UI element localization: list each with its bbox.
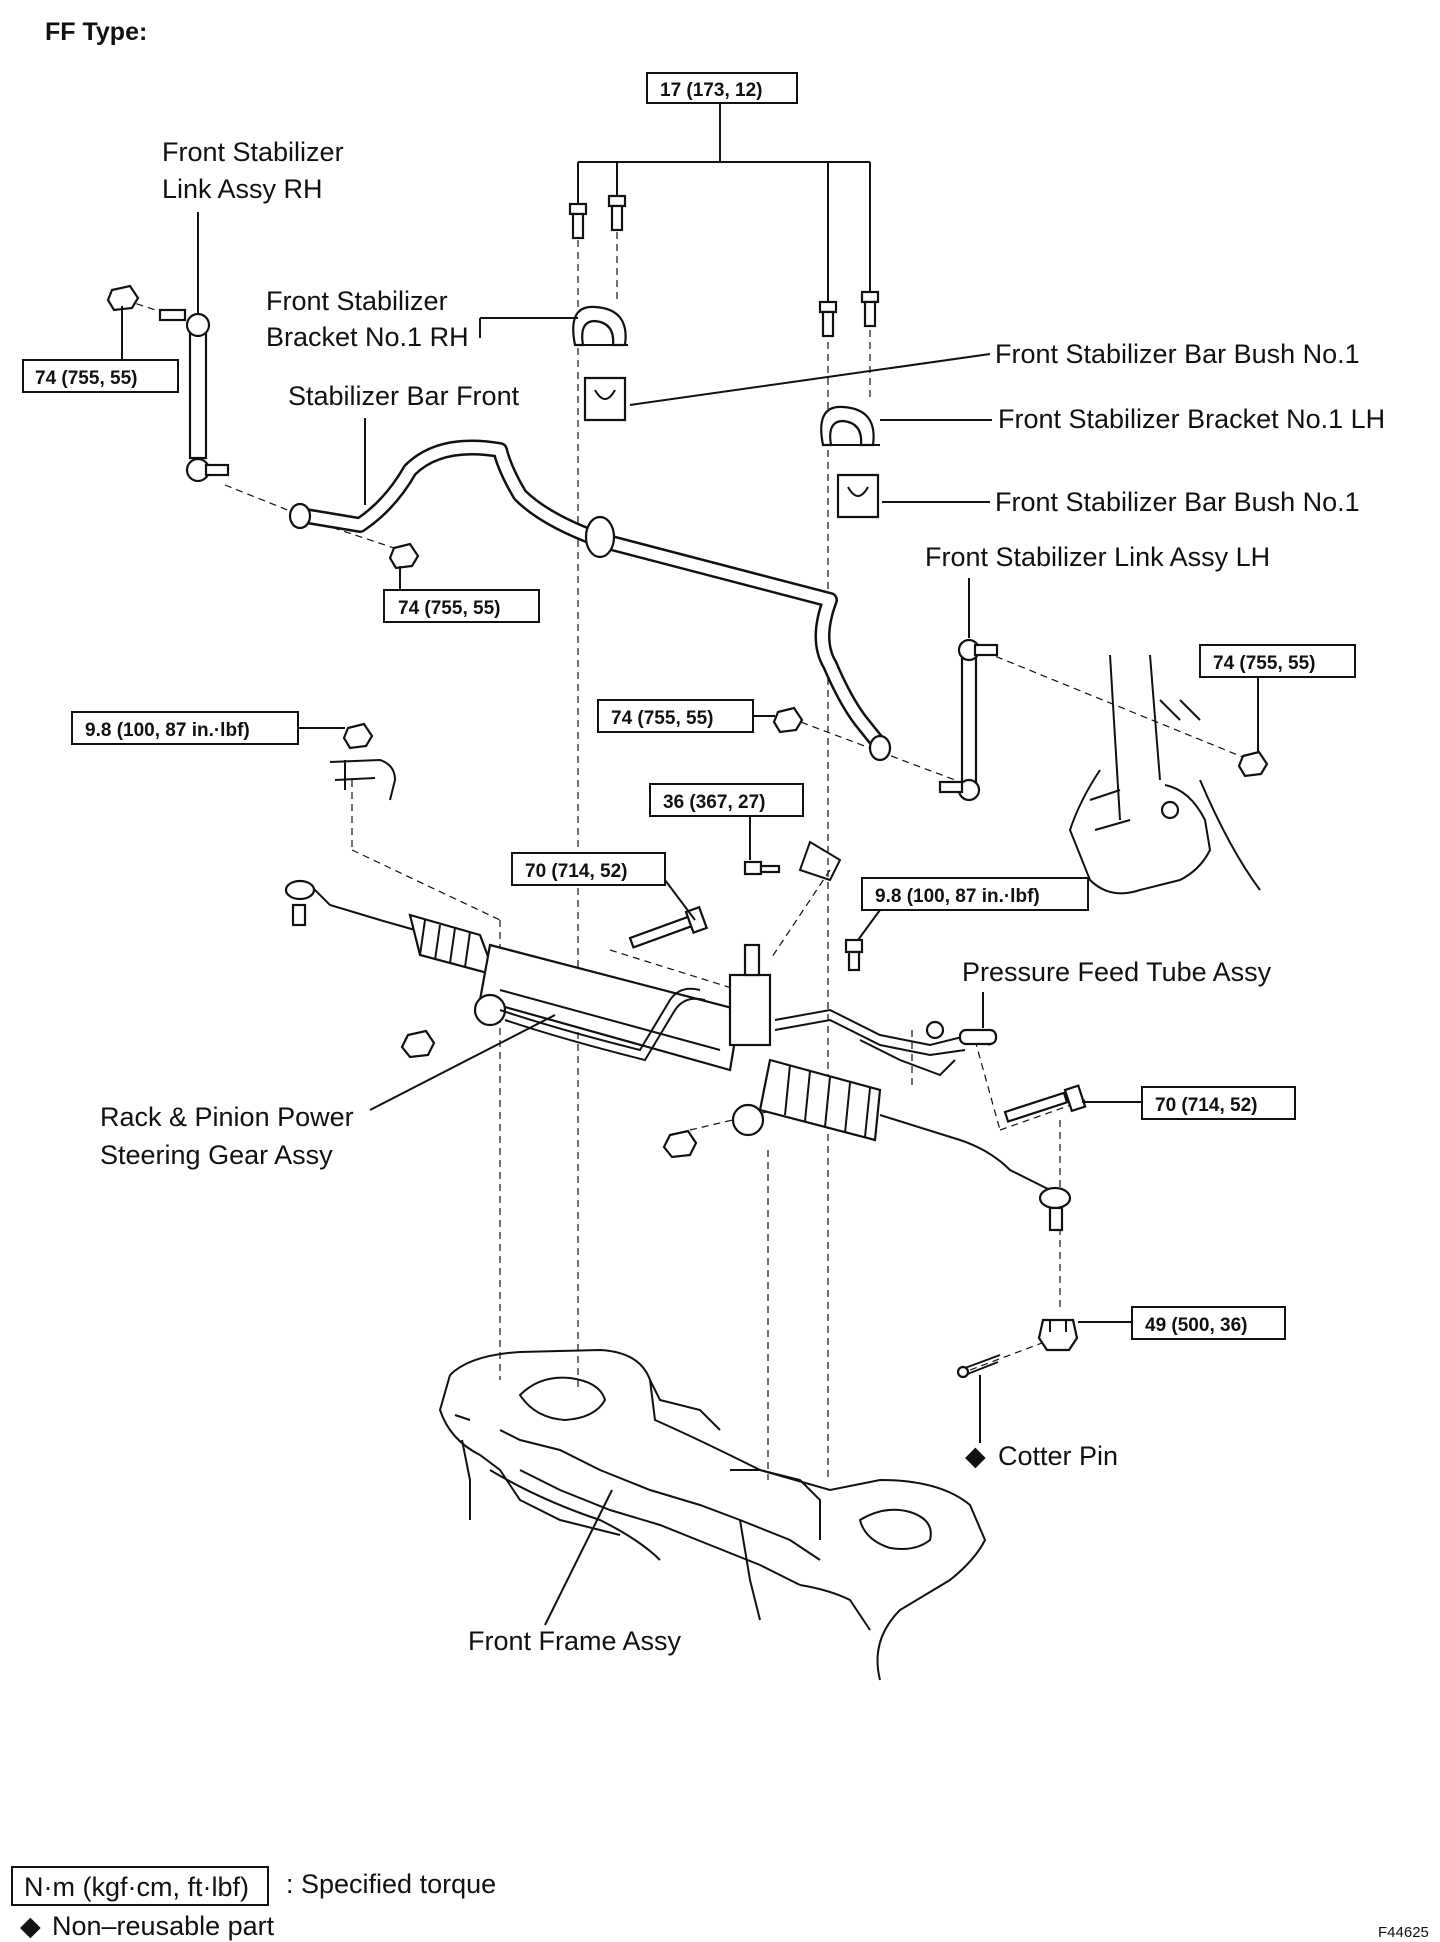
torque-box-74-mid: 74 (755, 55) [597,699,775,733]
clamp-bracket-icon [329,722,397,801]
bolt-icon [607,194,627,232]
torque-box-36: 36 (367, 27) [649,783,804,860]
torque-box-9-8-right: 9.8 (100, 87 in.·lbf) [857,877,1089,941]
stabilizer-link-rh-icon [158,308,230,483]
svg-text:74 (755, 55): 74 (755, 55) [35,368,137,389]
label-bracket-rh-line1: Front Stabilizer [266,286,448,316]
bush-icon [583,376,627,422]
legend-nonreusable-desc: Non–reusable part [52,1911,275,1941]
nut-icon [400,1029,436,1059]
nut-icon [388,542,420,570]
torque-box-49: 49 (500, 36) [1078,1306,1286,1340]
bolt-icon [743,840,842,882]
svg-text:49 (500, 36): 49 (500, 36) [1145,1315,1247,1336]
svg-text:9.8 (100, 87 in.·lbf): 9.8 (100, 87 in.·lbf) [85,720,250,741]
legend-unit-box: N·m (kgf·cm, ft·lbf) [24,1872,249,1902]
torque-leader-17 [577,102,871,302]
label-link-rh-line1: Front Stabilizer [162,137,344,167]
label-link-rh-line2: Link Assy RH [162,174,323,204]
svg-text:70 (714, 52): 70 (714, 52) [1155,1095,1257,1116]
label-pressure-feed-tube: Pressure Feed Tube Assy [962,957,1272,987]
strut-assy [1068,654,1261,895]
bracket-lh-icon [820,405,880,447]
bolt-icon [844,938,864,972]
nut-icon [1237,750,1269,778]
cotter-pin-icon [956,1354,1001,1379]
stabilizer-link-lh-icon [938,638,999,802]
torque-box-70-right: 70 (714, 52) [1082,1086,1296,1120]
bolt-icon [568,202,588,240]
nut-icon [106,284,140,312]
pressure-feed-tube-icon [774,1008,998,1077]
svg-text:74 (755, 55): 74 (755, 55) [398,598,500,619]
label-stabilizer-bar: Stabilizer Bar Front [288,381,520,411]
legend-unit-desc: : Specified torque [286,1869,496,1899]
label-link-lh: Front Stabilizer Link Assy LH [925,542,1270,572]
torque-box-74-rh: 74 (755, 55) [22,306,179,393]
svg-text:74 (755, 55): 74 (755, 55) [1213,653,1315,674]
stabilizer-bar [288,439,892,762]
torque-box-70-left: 70 (714, 52) [511,852,696,921]
nut-icon [662,1129,698,1159]
bracket-rh-icon [572,305,628,347]
figure-id: F44625 [1378,1924,1429,1941]
castle-nut-icon [1037,1318,1079,1352]
steering-gear-icon [284,879,1072,1232]
torque-box-17: 17 (173, 12) [646,72,798,104]
front-frame-icon [438,1348,987,1681]
torque-box-74-lh: 74 (755, 55) [1199,644,1356,752]
label-steering-gear-line2: Steering Gear Assy [100,1140,333,1170]
nut-icon [772,706,804,734]
svg-text:74 (755, 55): 74 (755, 55) [611,708,713,729]
legend: N·m (kgf·cm, ft·lbf) : Specified torque … [11,1866,496,1941]
label-steering-gear-line1: Rack & Pinion Power [100,1102,354,1132]
legend-nonreusable-symbol: ◆ [20,1911,41,1941]
torque-box-74-bar: 74 (755, 55) [383,566,540,623]
svg-text:70 (714, 52): 70 (714, 52) [525,861,627,882]
section-title: FF Type: [45,18,147,46]
label-bush-2: Front Stabilizer Bar Bush No.1 [995,487,1360,517]
label-cotter-pin: Cotter Pin [998,1441,1118,1471]
svg-text:36 (367, 27): 36 (367, 27) [663,792,765,813]
cotter-pin-symbol: ◆ [965,1441,986,1471]
svg-text:17 (173, 12): 17 (173, 12) [660,80,762,101]
label-front-frame: Front Frame Assy [468,1626,682,1656]
bolt-icon [860,290,880,328]
bush-icon [836,473,880,519]
bolt-icon [1003,1084,1087,1123]
bolt-icon [628,905,709,949]
bolt-icon [818,300,838,338]
label-bush-1: Front Stabilizer Bar Bush No.1 [995,339,1360,369]
label-bracket-lh: Front Stabilizer Bracket No.1 LH [998,404,1385,434]
torque-box-9-8-left: 9.8 (100, 87 in.·lbf) [71,711,345,745]
svg-text:9.8 (100, 87 in.·lbf): 9.8 (100, 87 in.·lbf) [875,886,1040,907]
label-bracket-rh-line2: Bracket No.1 RH [266,322,469,352]
